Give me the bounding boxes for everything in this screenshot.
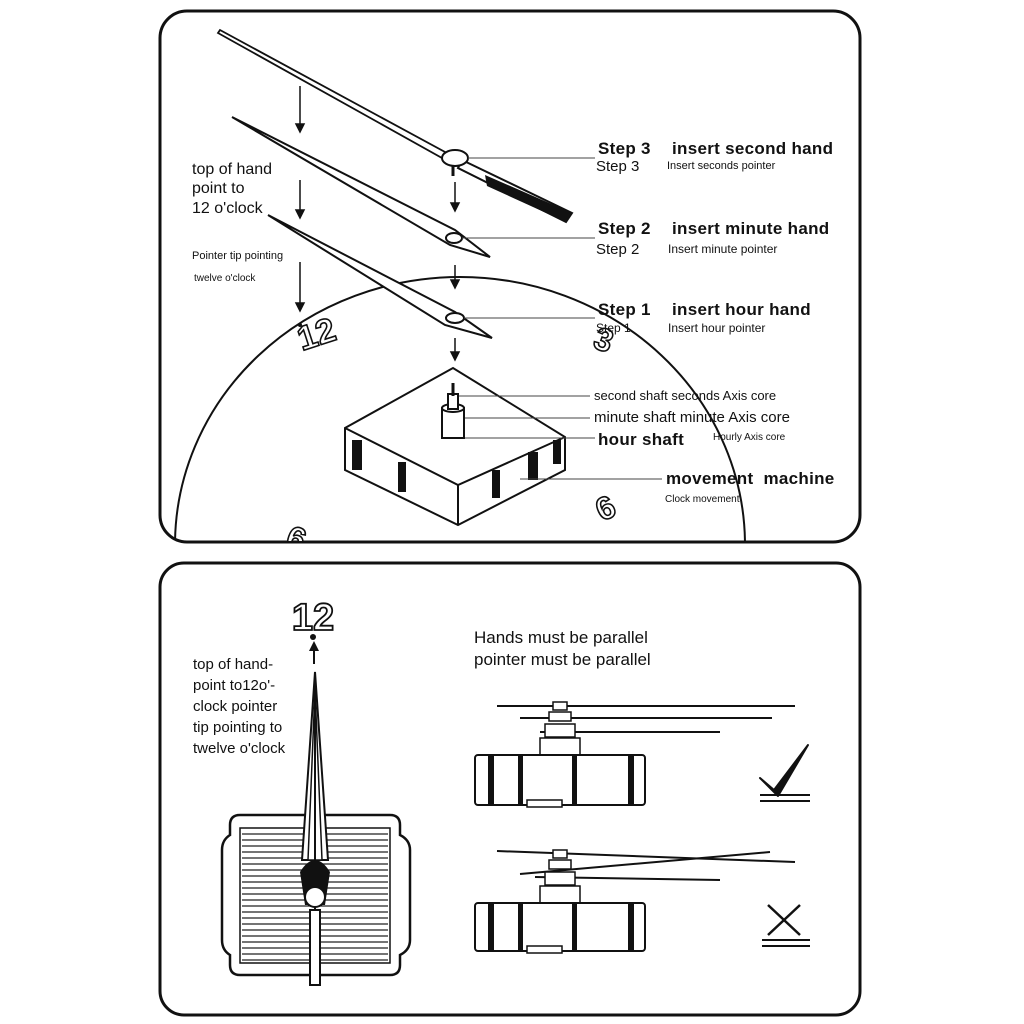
check-mark-icon	[759, 744, 810, 802]
top-of-hand-line-3: 12 o'clock	[192, 200, 263, 217]
pointer-tip-line-2: twelve o'clock	[194, 273, 256, 284]
step2-sub-en: Insert minute pointer	[668, 242, 778, 256]
side-view-wrong	[474, 849, 796, 954]
second-hand	[216, 28, 574, 224]
top-of-hand-line-2: point to	[192, 180, 245, 197]
step2-title-en: insert minute hand	[672, 219, 830, 238]
step1-title: Step 1	[598, 300, 651, 319]
hour-shaft-label: hour shaft	[598, 430, 685, 449]
step3-title-en: insert second hand	[672, 139, 834, 158]
cross-mark-icon	[762, 904, 810, 947]
parallel-line-2: pointer must be parallel	[474, 650, 651, 669]
shaft-stack	[441, 383, 465, 439]
up-arrow-icon	[309, 641, 319, 651]
minute-hand	[231, 116, 491, 258]
step3-title: Step 3	[598, 139, 651, 158]
step2-sub: Step 2	[596, 241, 640, 258]
movement-sub: Clock movement	[665, 494, 740, 505]
second-shaft-label: second shaft seconds Axis core	[594, 388, 777, 403]
hour-hand	[267, 214, 493, 339]
step1-sub-en: Insert hour pointer	[668, 321, 766, 335]
step3-sub: Step 3	[596, 158, 640, 175]
parallel-line-1: Hands must be parallel	[474, 628, 648, 647]
hour-shaft-sub: Hourly Axis core	[713, 432, 786, 443]
pointer-tip-line-1: Pointer tip pointing	[192, 250, 284, 262]
leader-lines	[459, 157, 662, 480]
minute-shaft-label: minute shaft minute Axis core	[594, 409, 790, 426]
bottom-top-of-hand-note: top of hand- point to12o'- clock pointer…	[193, 656, 286, 757]
step1-sub: Step 1	[596, 321, 631, 335]
side-view-correct	[474, 701, 795, 808]
arrow-icons	[294, 86, 461, 362]
vertical-hands	[300, 671, 330, 986]
step3-sub-en: Insert seconds pointer	[667, 160, 776, 172]
bottom-twelve: 12	[292, 597, 334, 639]
movement-label: movement machine	[666, 469, 835, 488]
movement-box	[344, 366, 566, 527]
top-of-hand-line-1: top of hand	[192, 161, 273, 178]
top-panel-frame	[158, 9, 862, 544]
step1-title-en: insert hour hand	[672, 300, 811, 319]
clock-dial	[174, 276, 746, 541]
step2-title: Step 2	[598, 219, 651, 238]
